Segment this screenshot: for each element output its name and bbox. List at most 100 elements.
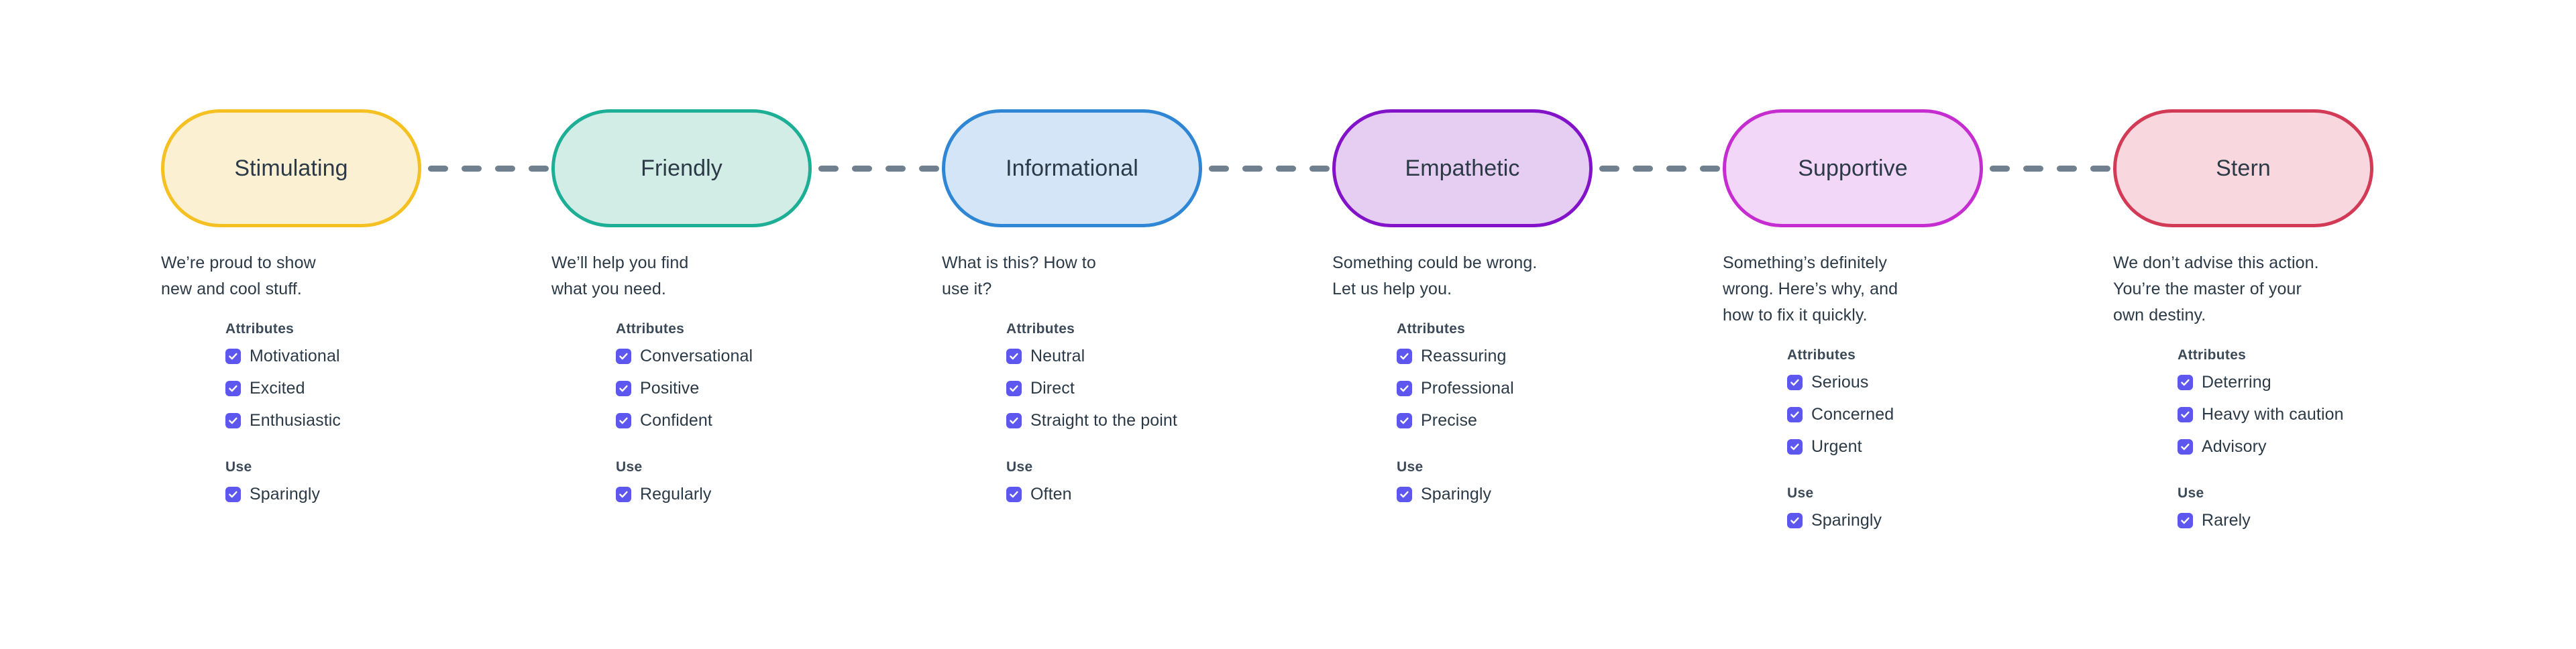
connector-dash — [2023, 165, 2043, 172]
check-icon[interactable] — [616, 380, 631, 396]
connector-dash — [1276, 165, 1296, 172]
check-icon[interactable] — [225, 348, 241, 364]
attribute-checkbox-row[interactable]: Excited — [225, 377, 551, 399]
check-icon[interactable] — [1006, 486, 1022, 502]
check-icon[interactable] — [1006, 412, 1022, 428]
connector-dash — [1990, 165, 2010, 172]
connector-dash — [818, 165, 839, 172]
use-checkbox-row[interactable]: Regularly — [616, 483, 942, 505]
dashed-connector — [1990, 165, 2112, 172]
check-icon[interactable] — [1397, 348, 1412, 364]
attribute-checkbox-row[interactable]: Deterring — [2178, 371, 2504, 393]
attribute-label: Neutral — [1030, 346, 1085, 365]
attribute-checkbox-row[interactable]: Heavy with caution — [2178, 404, 2504, 425]
check-icon[interactable] — [1787, 438, 1803, 455]
check-icon[interactable] — [2178, 374, 2193, 390]
use-label: Rarely — [2202, 510, 2251, 530]
attribute-label: Professional — [1421, 378, 1514, 398]
check-icon[interactable] — [2178, 406, 2193, 422]
attribute-group-title: Attributes — [1397, 321, 1466, 337]
attribute-label: Enthusiastic — [250, 410, 341, 430]
attribute-checkbox-row[interactable]: Advisory — [2178, 436, 2504, 457]
use-checkbox-row[interactable]: Sparingly — [1397, 483, 1723, 505]
tone-pill-row: Stimulating — [161, 109, 551, 227]
check-icon[interactable] — [225, 486, 241, 502]
check-icon[interactable] — [2178, 512, 2193, 528]
attribute-group-title: Attributes — [616, 321, 685, 337]
tone-pill-label: Supportive — [1798, 156, 1908, 181]
attribute-checkbox-row[interactable]: Confident — [616, 410, 942, 431]
check-icon[interactable] — [1397, 380, 1412, 396]
check-icon[interactable] — [1787, 406, 1803, 422]
use-checkbox-row[interactable]: Rarely — [2178, 510, 2504, 531]
attribute-checkbox-row[interactable]: Urgent — [1787, 436, 2113, 457]
tone-pill[interactable]: Stimulating — [161, 109, 421, 227]
connector-dash — [462, 165, 482, 172]
attribute-checkbox-row[interactable]: Positive — [616, 377, 942, 399]
attribute-checkbox-row[interactable]: Conversational — [616, 345, 942, 367]
tone-pill[interactable]: Stern — [2113, 109, 2373, 227]
tone-pill[interactable]: Supportive — [1723, 109, 1983, 227]
use-label: Regularly — [640, 484, 712, 504]
check-icon[interactable] — [616, 348, 631, 364]
check-icon[interactable] — [2178, 438, 2193, 455]
check-icon[interactable] — [616, 412, 631, 428]
attribute-label: Straight to the point — [1030, 410, 1177, 430]
use-group-title: Use — [1006, 459, 1033, 475]
dashed-connector — [428, 165, 550, 172]
connector-dash — [1209, 165, 1229, 172]
attribute-label: Motivational — [250, 346, 340, 365]
attribute-checkbox-row[interactable]: Reassuring — [1397, 345, 1723, 367]
check-icon[interactable] — [616, 486, 631, 502]
check-icon[interactable] — [1787, 374, 1803, 390]
connector-dash — [428, 165, 448, 172]
check-icon[interactable] — [225, 412, 241, 428]
connector-dash — [1599, 165, 1619, 172]
tone-pill[interactable]: Empathetic — [1332, 109, 1593, 227]
attribute-checkbox-row[interactable]: Direct — [1006, 377, 1332, 399]
check-icon[interactable] — [1397, 486, 1412, 502]
attribute-checkbox-row[interactable]: Professional — [1397, 377, 1723, 399]
tone-pill[interactable]: Friendly — [551, 109, 812, 227]
connector-dash — [885, 165, 906, 172]
use-checkbox-row[interactable]: Sparingly — [225, 483, 551, 505]
use-label: Sparingly — [250, 484, 321, 504]
check-icon[interactable] — [225, 380, 241, 396]
tone-description: We’re proud to show new and cool stuff. — [161, 253, 316, 298]
check-icon[interactable] — [1006, 348, 1022, 364]
tone-pill-row: Stern — [2113, 109, 2504, 227]
attribute-checkbox-row[interactable]: Enthusiastic — [225, 410, 551, 431]
use-checkbox-row[interactable]: Sparingly — [1787, 510, 2113, 531]
tone-pill[interactable]: Informational — [942, 109, 1202, 227]
connector-dash — [2057, 165, 2077, 172]
attribute-label: Serious — [1811, 372, 1869, 392]
attribute-group-title: Attributes — [1006, 321, 1075, 337]
attribute-checkbox-row[interactable]: Precise — [1397, 410, 1723, 431]
attribute-checkbox-row[interactable]: Neutral — [1006, 345, 1332, 367]
attribute-checkbox-row[interactable]: Concerned — [1787, 404, 2113, 425]
tone-description: Something’s definitely wrong. Here’s why… — [1723, 253, 1898, 324]
check-icon[interactable] — [1006, 380, 1022, 396]
tone-pill-row: Informational — [942, 109, 1332, 227]
attribute-checkbox-row[interactable]: Serious — [1787, 371, 2113, 393]
connector-dash — [1633, 165, 1653, 172]
connector-dash — [529, 165, 549, 172]
check-icon[interactable] — [1397, 412, 1412, 428]
check-icon[interactable] — [1787, 512, 1803, 528]
use-checkbox-row[interactable]: Often — [1006, 483, 1332, 505]
attribute-checkbox-row[interactable]: Straight to the point — [1006, 410, 1332, 431]
attribute-checkbox-row[interactable]: Motivational — [225, 345, 551, 367]
tone-description: Something could be wrong. Let us help yo… — [1332, 253, 1538, 298]
